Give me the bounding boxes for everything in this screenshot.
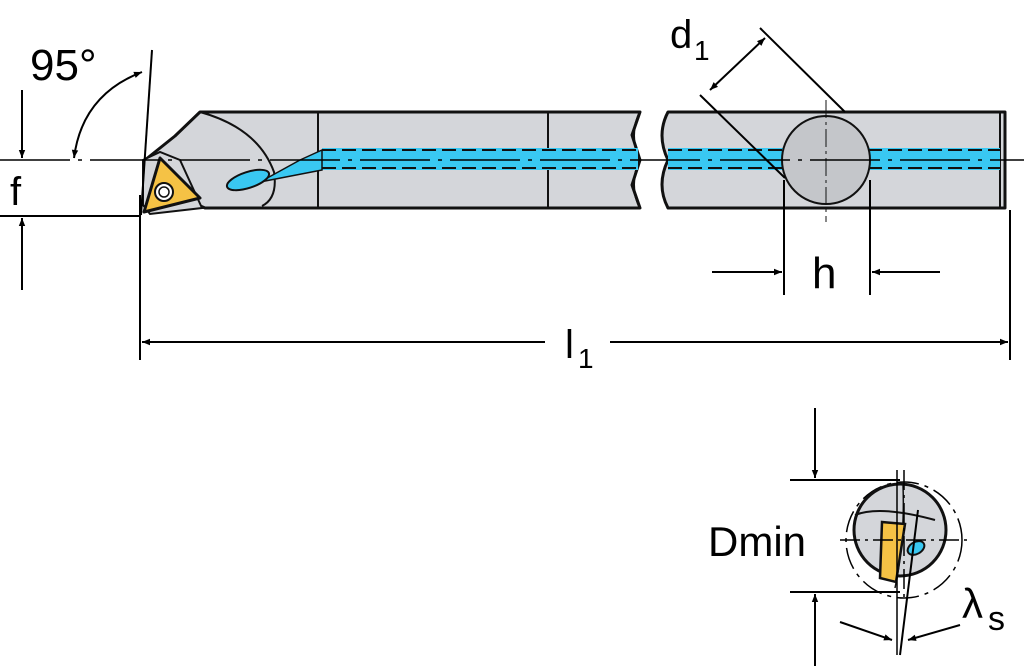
d1-label: d [670, 13, 692, 57]
end-view [840, 470, 970, 656]
angle-reference-line [140, 49, 153, 216]
dmin-label: Dmin [708, 518, 806, 565]
dimension-angle: 95° [30, 41, 143, 159]
dimension-f: f [10, 90, 26, 290]
h-label: h [812, 249, 836, 298]
dimension-dmin: Dmin [708, 408, 900, 666]
cutting-insert [142, 150, 204, 216]
lambda-label: λ [962, 580, 983, 627]
dimension-d1: d 1 [670, 13, 766, 91]
coolant-outlet [225, 168, 271, 192]
angle-label: 95° [30, 41, 97, 90]
dimension-h: h [712, 180, 940, 298]
f-label: f [10, 170, 22, 214]
dimension-l1: l 1 [142, 323, 1008, 374]
lambda-subscript: s [988, 600, 1005, 638]
l1-label: l [565, 323, 574, 367]
l1-subscript: 1 [578, 343, 594, 374]
head-curve [199, 111, 276, 207]
dimension-lambda-s: λ s [839, 580, 1005, 641]
d1-subscript: 1 [694, 35, 710, 66]
